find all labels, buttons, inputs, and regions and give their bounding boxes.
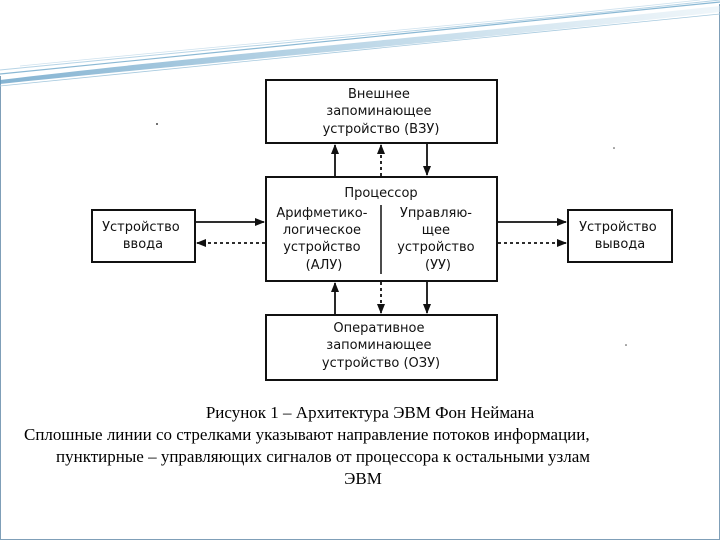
vzu-box: [265, 79, 498, 144]
caption-note: Сплошные линии со стрелками указывают на…: [0, 424, 720, 490]
uu-label: Управляю- щее устройство (УУ): [397, 206, 479, 273]
von-neumann-diagram: Внешнее запоминающее устройство (ВЗУ) Пр…: [91, 79, 673, 381]
caption-title: Рисунок 1 – Архитектура ЭВМ Фон Неймана: [205, 403, 535, 422]
output-label: Устройство вывода: [579, 220, 661, 252]
caption-note-line-1: Сплошные линии со стрелками указывают на…: [24, 425, 590, 444]
ozu-box: [265, 314, 498, 381]
input-label: Устройство ввода: [102, 220, 184, 252]
figure-caption: Рисунок 1 – Архитектура ЭВМ Фон Неймана …: [0, 402, 720, 490]
output-box: [567, 209, 673, 263]
input-box: [91, 209, 196, 263]
ozu-label: Оперативное запоминающее устройство (ОЗУ…: [322, 321, 440, 371]
decorative-swoosh: [0, 0, 720, 87]
alu-label: Арифметико- логическое устройство (АЛУ): [276, 206, 371, 273]
vzu-label: Внешнее запоминающее устройство (ВЗУ): [323, 87, 440, 137]
processor-title: Процессор: [344, 186, 417, 201]
scan-speck: [613, 147, 615, 149]
scan-speck: [156, 123, 158, 125]
caption-note-line-3: ЭВМ: [344, 469, 382, 488]
caption-note-line-2: пунктирные – управляющих сигналов от про…: [56, 447, 591, 466]
scan-speck: [625, 344, 627, 346]
